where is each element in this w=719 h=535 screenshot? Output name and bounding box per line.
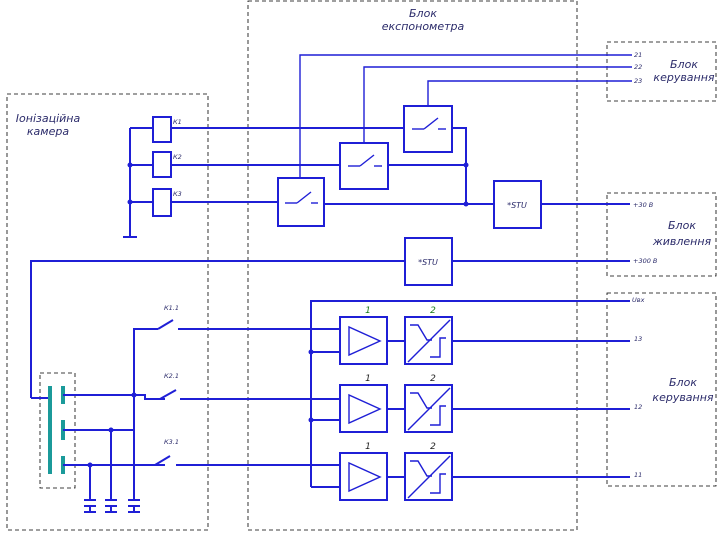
relay-k3-label: К3: [173, 190, 182, 198]
stage-amp-label-row2: 1: [365, 374, 371, 384]
contact-k1-1-label: К1.1: [164, 304, 179, 312]
relay-coil-k3: [152, 188, 172, 217]
junction-dot: [127, 162, 133, 168]
ionization-chamber-title-line2: камера: [27, 125, 69, 138]
junction-dot: [108, 427, 114, 433]
pin-22-label: 22: [634, 63, 642, 71]
stabilizer-300v-label: *STU: [418, 258, 438, 267]
relay-coil-k1: [152, 116, 172, 143]
power-title-line2: живлення: [652, 235, 712, 248]
stage-comp-label-row3: 2: [430, 442, 436, 452]
stabilizer-30v-label: *STU: [507, 201, 527, 210]
grounding-capacitors: [84, 499, 140, 513]
hv-supply-wire: [30, 260, 405, 398]
stage-amp-label-row1: 1: [365, 306, 371, 316]
contact-k2-1: [159, 389, 340, 400]
amplifier-row-2: [339, 384, 630, 433]
junction-dot: [308, 349, 314, 355]
exponometer-title-line1: Блок: [409, 7, 437, 20]
power-block: [606, 192, 717, 277]
uin-label: Uвх: [632, 296, 645, 304]
pin-21-label: 21: [634, 51, 642, 59]
control-bottom-title-line2: керування: [652, 391, 714, 404]
stage-comp-label-row2: 2: [430, 374, 436, 384]
pin-23-label: 23: [634, 77, 642, 85]
relay-feed-wires: [171, 127, 630, 205]
control-bus: [299, 54, 632, 178]
control-bottom-title-line1: Блок: [669, 376, 697, 389]
contact-k3-1-label: К3.1: [164, 438, 179, 446]
stage-amp-label-row3: 1: [365, 442, 371, 452]
junction-dot: [131, 392, 137, 398]
relay-coil-group: [123, 127, 153, 238]
pin-11-label: 11: [634, 471, 642, 479]
pin-12-label: 12: [634, 403, 642, 411]
relay-coil-k2: [152, 151, 172, 178]
junction-dot: [87, 462, 93, 468]
contact-k2-1-label: К2.1: [164, 372, 179, 380]
chamber-electrodes: [48, 386, 65, 474]
chamber-output-wires: [63, 328, 165, 500]
supply-30v-label: +30 В: [633, 201, 654, 209]
stabilizer-30v: [493, 180, 542, 229]
junction-dot: [463, 201, 469, 207]
ionization-chamber-block: [6, 93, 209, 531]
relay-k1-label: К1: [173, 118, 182, 126]
switch-3: [277, 177, 325, 227]
switch-2: [339, 142, 389, 190]
relay-k2-label: К2: [173, 153, 182, 161]
exponometer-block: [247, 0, 578, 531]
junction-dot: [127, 199, 133, 205]
junction-dot: [308, 417, 314, 423]
amplifier-row-1: [339, 316, 630, 365]
switch-1: [403, 105, 453, 153]
pin-13-label: 13: [634, 335, 642, 343]
power-title-line1: Блок: [668, 219, 696, 232]
contact-k3-1: [154, 455, 340, 466]
supply-300v-label: +300 В: [633, 257, 658, 265]
control-top-title-line1: Блок: [670, 58, 698, 71]
contact-k1-1: [143, 319, 340, 330]
junction-dot: [463, 162, 469, 168]
uin-bus: [310, 300, 630, 487]
stage-comp-label-row1: 2: [430, 306, 436, 316]
exponometer-title-line2: експонометра: [382, 20, 465, 33]
control-top-title-line2: керування: [653, 71, 715, 84]
control-block-bottom: [606, 292, 717, 487]
uin-branches: [311, 351, 340, 488]
ionization-chamber-title-line1: Іонізаційна: [16, 112, 81, 125]
amplifier-row-3: [339, 452, 630, 501]
